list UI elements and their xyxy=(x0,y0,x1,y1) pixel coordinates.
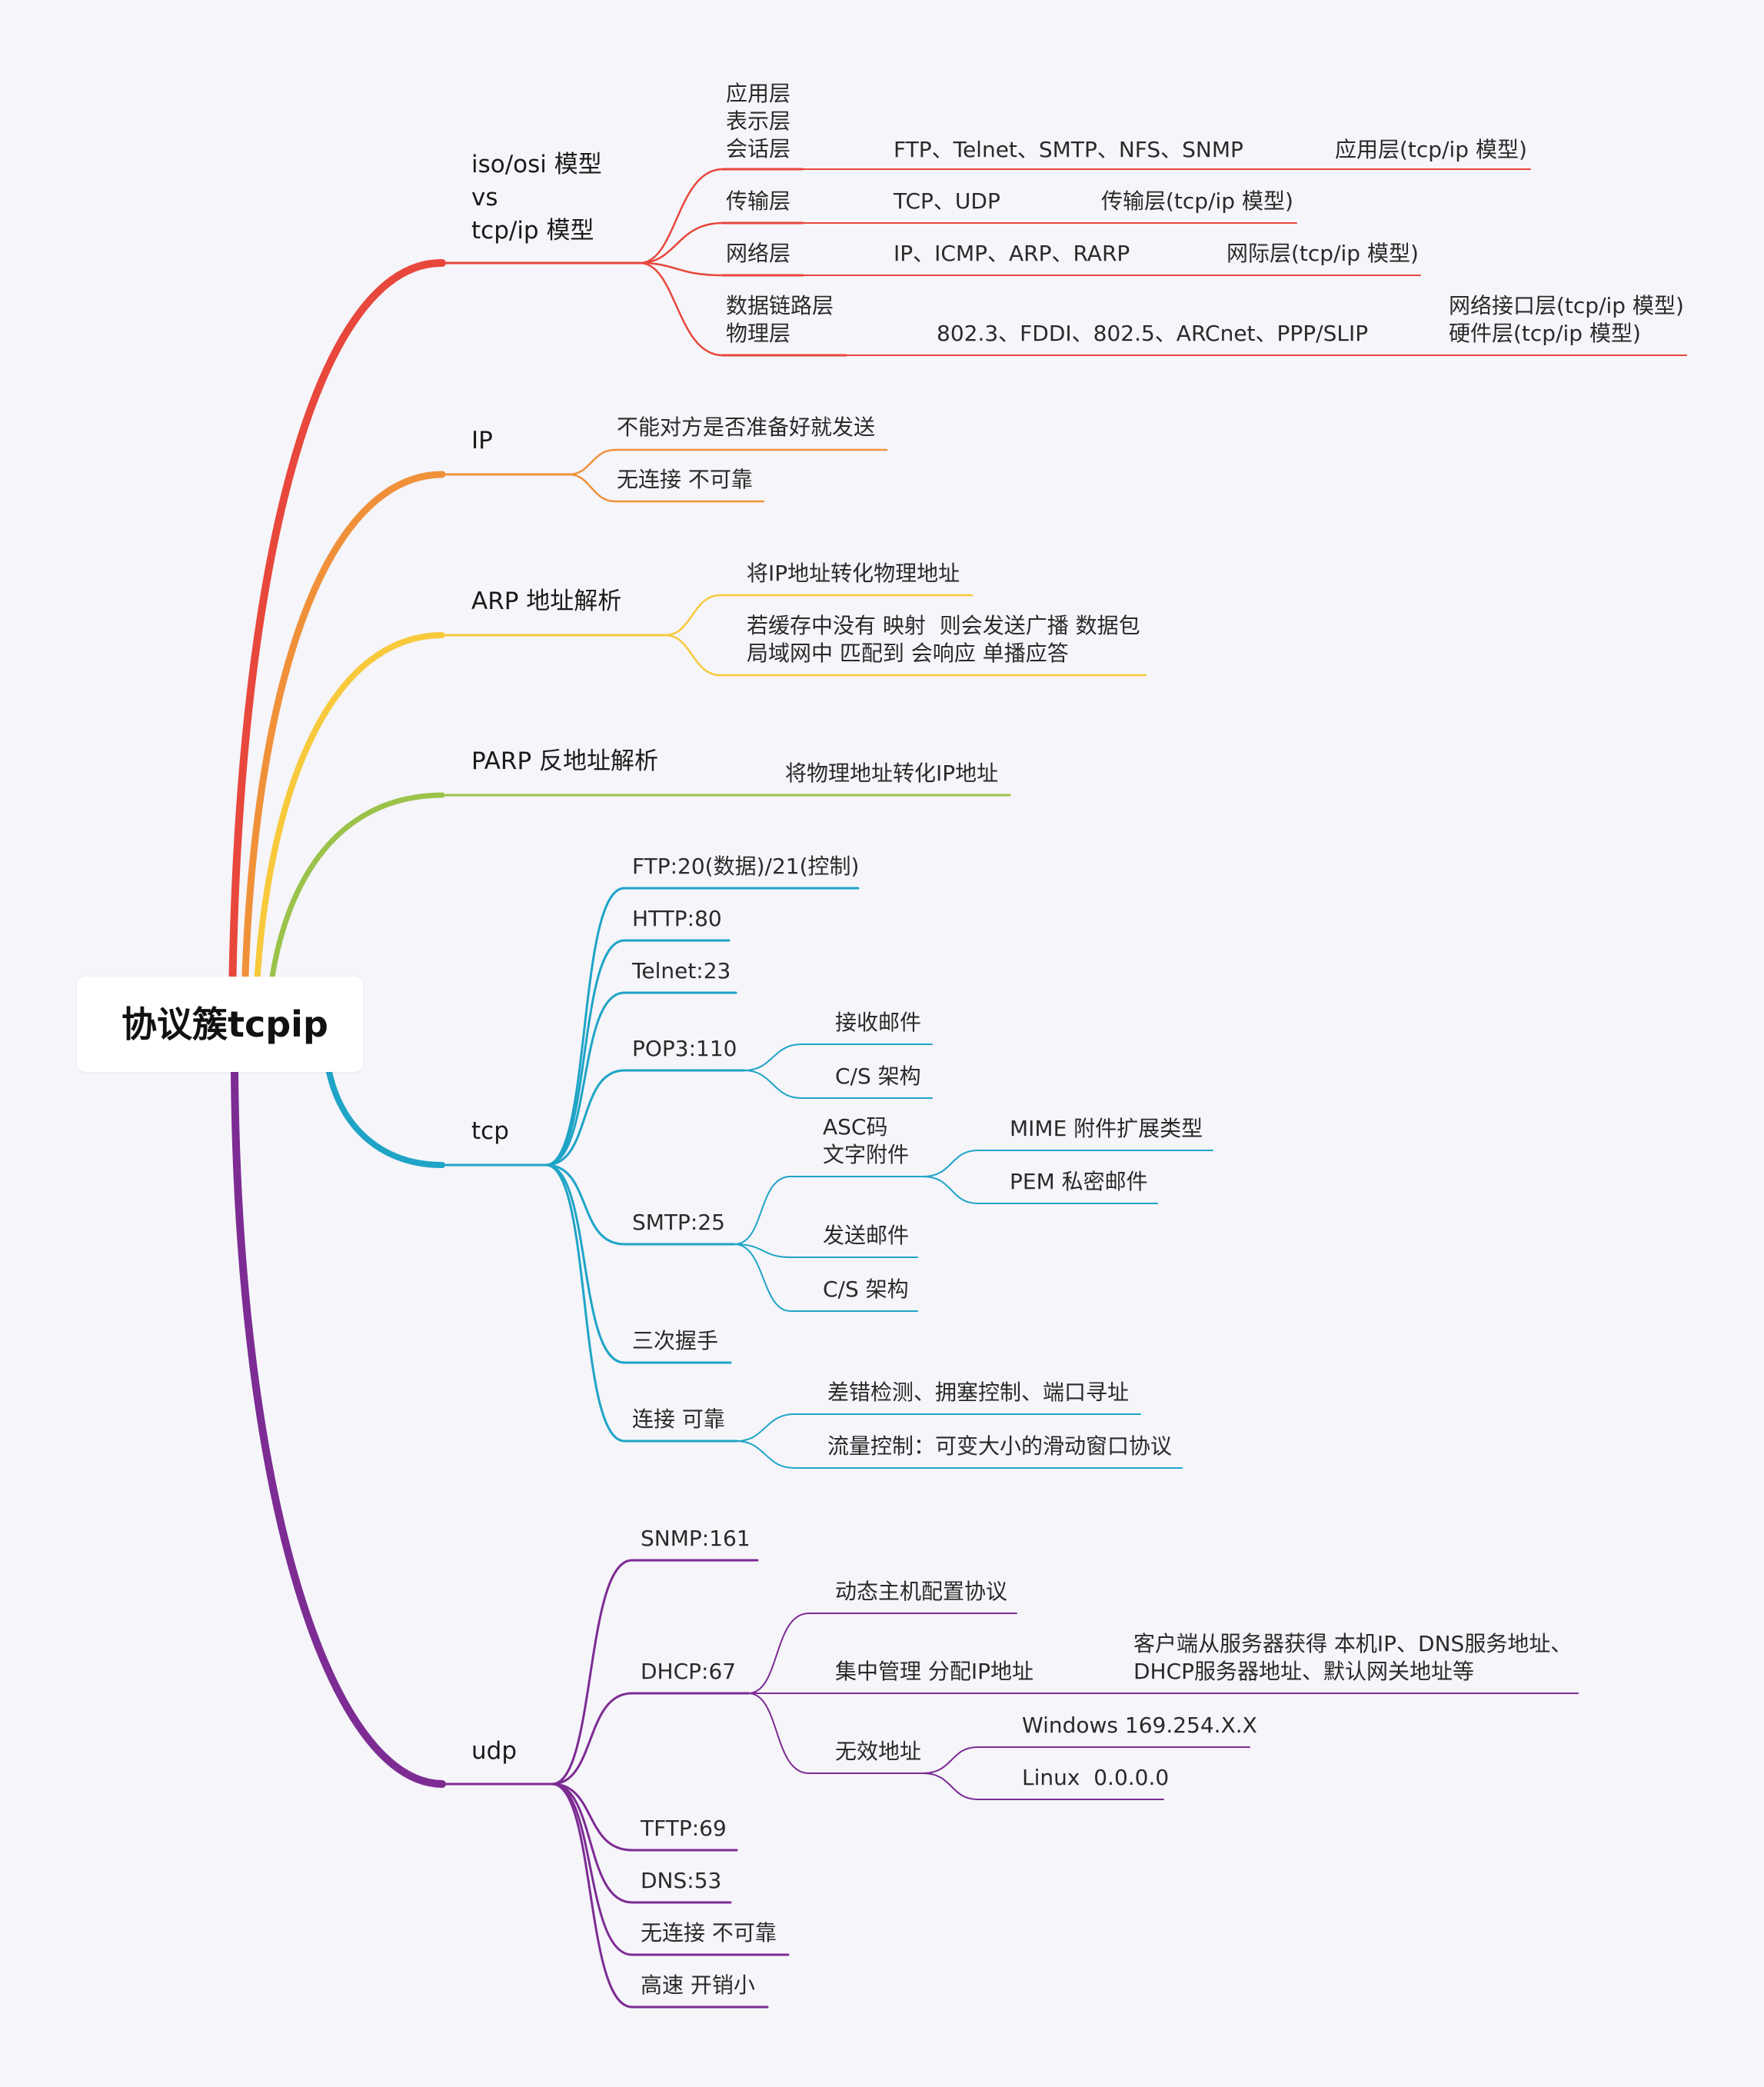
smtp-item-1[interactable]: C/S 架构 xyxy=(823,1276,909,1302)
udp-link-dns xyxy=(551,1782,634,1904)
asc-link-1 xyxy=(922,1176,979,1204)
invalid-link-0 xyxy=(922,1746,979,1774)
branch-parp-connector xyxy=(266,792,445,1003)
tcp-ftp[interactable]: FTP:20(数据)/21(控制) xyxy=(632,854,860,879)
ip-link-1 xyxy=(567,473,617,503)
smtp-asc[interactable]: ASC码 文字附件 xyxy=(823,1114,910,1167)
udp-dns[interactable]: DNS:53 xyxy=(641,1868,722,1893)
dhcp-dynamic[interactable]: 动态主机配置协议 xyxy=(835,1579,1008,1604)
branch-udp-connector xyxy=(231,1068,446,1788)
udp-fast[interactable]: 高速 开销小 xyxy=(641,1972,755,1998)
udp-link-snmp xyxy=(551,1559,634,1786)
ip-item-0[interactable]: 不能对方是否准备好就发送 xyxy=(617,414,876,440)
osi-row-3-protocols[interactable]: 802.3、FDDI、802.5、ARCnet、PPP/SLIP xyxy=(937,321,1369,346)
osi-row-0-tcpip[interactable]: 应用层(tcp/ip 模型) xyxy=(1335,137,1527,162)
invalid-item-0[interactable]: Windows 169.254.X.X xyxy=(1022,1713,1257,1738)
reliable-item-1[interactable]: 流量控制：可变大小的滑动窗口协议 xyxy=(827,1433,1173,1459)
osi-row-0-layer[interactable]: 应用层 表示层 会话层 xyxy=(726,81,791,161)
arp-link-1 xyxy=(664,634,722,677)
dhcp-invalid[interactable]: 无效地址 xyxy=(835,1739,922,1764)
udp-topic[interactable]: udp xyxy=(471,1737,518,1765)
reliable-link-1 xyxy=(736,1440,795,1469)
osi-row-1-protocols[interactable]: TCP、UDP xyxy=(894,188,1000,214)
osi-row-2-tcpip[interactable]: 网际层(tcp/ip 模型) xyxy=(1226,241,1419,266)
branch-osi-connector xyxy=(228,258,446,1004)
tcp-http[interactable]: HTTP:80 xyxy=(632,906,722,931)
tcp-handshake[interactable]: 三次握手 xyxy=(632,1328,719,1353)
osi-row-3-tcpip[interactable]: 网络接口层(tcp/ip 模型) 硬件层(tcp/ip 模型) xyxy=(1449,293,1684,346)
udp-tftp[interactable]: TFTP:69 xyxy=(641,1816,727,1841)
udp-dhcp[interactable]: DHCP:67 xyxy=(641,1659,737,1684)
smtp-link-1 xyxy=(734,1243,791,1312)
udp-link-tftp xyxy=(551,1782,634,1852)
osi-topic[interactable]: iso/osi 模型 vs tcp/ip 模型 xyxy=(471,151,602,245)
tcp-smtp[interactable]: SMTP:25 xyxy=(632,1210,725,1235)
parp-item-0[interactable]: 将物理地址转化IP地址 xyxy=(785,761,999,786)
invalid-item-1[interactable]: Linux 0.0.0.0 xyxy=(1022,1765,1170,1790)
osi-row-1-layer[interactable]: 传输层 xyxy=(726,188,791,214)
tcp-reliable[interactable]: 连接 可靠 xyxy=(632,1406,725,1432)
osi-row-2-layer[interactable]: 网络层 xyxy=(726,241,791,266)
root-label: 协议簇tcpip xyxy=(121,1004,328,1045)
udp-unreliable[interactable]: 无连接 不可靠 xyxy=(641,1920,777,1946)
branch-tcp-connector xyxy=(326,1069,445,1168)
parp-topic[interactable]: PARP 反地址解析 xyxy=(471,747,659,775)
smtp-item-0[interactable]: 发送邮件 xyxy=(823,1223,910,1248)
branch-arp-connector xyxy=(253,632,445,1003)
pop3-item-1[interactable]: C/S 架构 xyxy=(835,1063,921,1089)
osi-link-3 xyxy=(638,261,724,357)
pop3-link-1 xyxy=(744,1070,802,1099)
root-node[interactable] xyxy=(77,977,363,1072)
osi-row-1-tcpip[interactable]: 传输层(tcp/ip 模型) xyxy=(1101,188,1293,214)
osi-row-2-protocols[interactable]: IP、ICMP、ARP、RARP xyxy=(894,241,1130,266)
tcp-link-telnet xyxy=(544,991,626,1167)
pop3-link-0 xyxy=(744,1044,802,1071)
osi-row-0-protocols[interactable]: FTP、Telnet、SMTP、NFS、SNMP xyxy=(894,137,1243,162)
smtp-link-0 xyxy=(734,1243,791,1258)
tcp-link-reliable xyxy=(544,1163,626,1443)
arp-link-0 xyxy=(664,594,722,637)
udp-link-unreliable xyxy=(551,1782,634,1956)
arp-topic[interactable]: ARP 地址解析 xyxy=(471,587,622,615)
tcp-link-pop3 xyxy=(544,1069,626,1167)
dhcp-central[interactable]: 集中管理 分配IP地址 xyxy=(835,1659,1034,1684)
osi-link-0 xyxy=(638,168,724,265)
asc-link-0 xyxy=(922,1150,979,1177)
dhcp-link-invalid xyxy=(747,1693,810,1774)
reliable-link-0 xyxy=(736,1413,795,1442)
tcp-topic[interactable]: tcp xyxy=(471,1117,509,1145)
ip-link-0 xyxy=(567,448,617,476)
arp-item-0[interactable]: 将IP地址转化物理地址 xyxy=(747,561,960,586)
asc-item-0[interactable]: MIME 附件扩展类型 xyxy=(1010,1116,1203,1141)
ip-item-1[interactable]: 无连接 不可靠 xyxy=(617,467,753,492)
arp-item-1[interactable]: 若缓存中没有 映射 则会发送广播 数据包 局域网中 匹配到 会响应 单播应答 xyxy=(747,613,1140,666)
tcp-link-ftp xyxy=(544,887,626,1167)
osi-row-3-layer[interactable]: 数据链路层 物理层 xyxy=(726,293,834,346)
invalid-link-1 xyxy=(922,1772,979,1800)
tcp-telnet[interactable]: Telnet:23 xyxy=(632,958,731,984)
osi-link-1 xyxy=(638,221,724,265)
tcp-link-handshake xyxy=(544,1163,626,1364)
smtp-link-asc xyxy=(734,1176,791,1245)
tcp-link-smtp xyxy=(544,1163,626,1246)
dhcp-central-detail[interactable]: 客户端从服务器获得 本机IP、DNS服务地址、 DHCP服务器地址、默认网关地址… xyxy=(1133,1631,1573,1684)
udp-link-fast xyxy=(551,1782,634,2009)
pop3-item-0[interactable]: 接收邮件 xyxy=(835,1010,922,1035)
dhcp-link-dynamic xyxy=(747,1613,810,1694)
ip-topic[interactable]: IP xyxy=(471,427,493,454)
udp-snmp[interactable]: SNMP:161 xyxy=(641,1526,751,1551)
osi-link-2 xyxy=(638,261,724,277)
asc-item-1[interactable]: PEM 私密邮件 xyxy=(1010,1169,1148,1194)
tcp-pop3[interactable]: POP3:110 xyxy=(632,1036,737,1061)
udp-link-dhcp xyxy=(551,1692,634,1786)
tcp-link-http xyxy=(544,939,626,1167)
reliable-item-0[interactable]: 差错检测、拥塞控制、端口寻址 xyxy=(827,1380,1130,1405)
branch-ip-connector xyxy=(241,471,446,1004)
